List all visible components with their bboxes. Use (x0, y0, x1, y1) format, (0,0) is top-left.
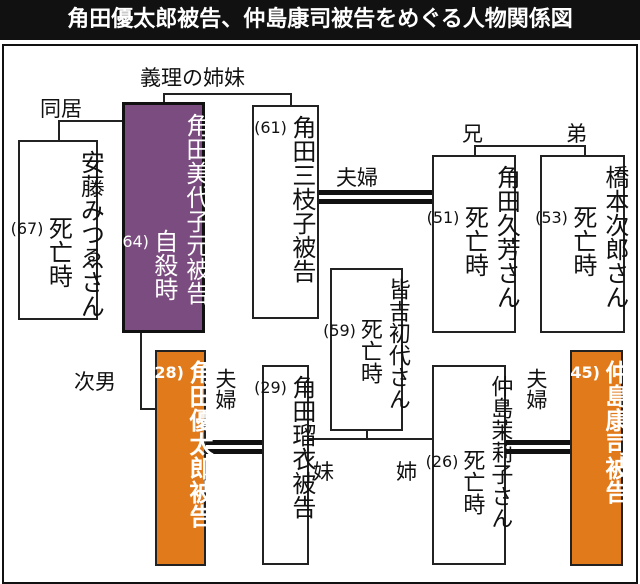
doukyo-line (58, 120, 123, 122)
person-status: 自殺時 (149, 229, 178, 301)
person-ando: 安藤みつゑさん 死亡時(67) (11, 140, 104, 320)
sibling-line-left (474, 145, 476, 156)
person-status: 死亡時 (459, 449, 485, 515)
sister-line (308, 438, 433, 440)
person-yutaro: 角田優太郎被告(28) (147, 350, 213, 566)
person-name: 仲島康司被告 (600, 360, 629, 504)
person-name: 皆吉初代さん (384, 278, 410, 410)
person-age: (51) (426, 208, 460, 227)
person-status: 死亡時 (568, 205, 597, 277)
person-status: 死亡時 (44, 216, 73, 288)
sibling-line (474, 145, 586, 147)
person-miyoko: 角田美代子元被告 自殺時(64) (116, 102, 210, 333)
label-fufu-2: 夫婦 (213, 368, 237, 410)
person-hashimoto: 橋本次郎さん 死亡時(53) (535, 155, 629, 333)
marriage-line-3 (505, 440, 571, 454)
giri-line (163, 93, 291, 95)
person-age: (64) (116, 232, 149, 251)
jinan-line (140, 332, 142, 410)
person-age: (67) (10, 219, 44, 238)
doukyo-line-down (58, 120, 60, 141)
person-name: 角田三枝子被告 (287, 115, 316, 283)
person-age: (45) (563, 363, 600, 382)
person-name: 安藤みつゑさん (76, 150, 105, 318)
person-name: 角田瑠衣被告 (287, 375, 316, 519)
person-name: 橋本次郎さん (600, 165, 629, 309)
person-koji: 仲島康司被告(45) (563, 350, 629, 566)
label-ani: 兄 (462, 122, 483, 146)
label-doukyo: 同居 (40, 97, 82, 121)
diagram-frame (2, 44, 638, 584)
label-fufu-1: 夫婦 (336, 166, 378, 190)
person-age: (59) (323, 321, 356, 340)
label-otouto: 弟 (566, 122, 587, 146)
person-name: 仲島茉莉子さん (487, 375, 513, 529)
giri-line-left (163, 93, 165, 103)
giri-line-right (290, 93, 292, 106)
sibling-line-right (584, 145, 586, 156)
person-mariko: 仲島茉莉子さん 死亡時(26) (426, 365, 512, 565)
diagram-title: 角田優太郎被告、仲島康司被告をめぐる人物関係図 (0, 0, 640, 40)
person-age: (29) (254, 378, 287, 397)
person-age: (61) (254, 118, 287, 137)
person-age: (26) (425, 452, 459, 471)
person-name: 角田美代子元被告 (181, 113, 210, 305)
person-rui: 角田瑠衣被告(29) (254, 365, 316, 565)
label-fufu-3: 夫婦 (524, 368, 548, 410)
marriage-line-2 (205, 440, 263, 454)
person-status: 死亡時 (460, 205, 489, 277)
sister-line-up (366, 430, 368, 439)
marriage-line-1 (318, 190, 433, 204)
label-jinan: 次男 (74, 370, 116, 394)
label-giri: 義理の姉妹 (140, 66, 245, 90)
person-age: (53) (535, 208, 568, 227)
person-status: 死亡時 (356, 318, 382, 384)
label-ane: 姉 (396, 460, 417, 484)
label-imouto: 妹 (313, 460, 334, 484)
person-minayoshi: 皆吉初代さん 死亡時(59) (323, 268, 410, 431)
jinan-line-h (140, 408, 156, 410)
person-hisayoshi: 角田久芳さん 死亡時(51) (427, 155, 520, 333)
person-age: (28) (147, 363, 184, 382)
person-name: 角田久芳さん (492, 165, 521, 309)
person-mieko: 角田三枝子被告(61) (252, 105, 319, 319)
person-name: 角田優太郎被告 (184, 360, 213, 528)
